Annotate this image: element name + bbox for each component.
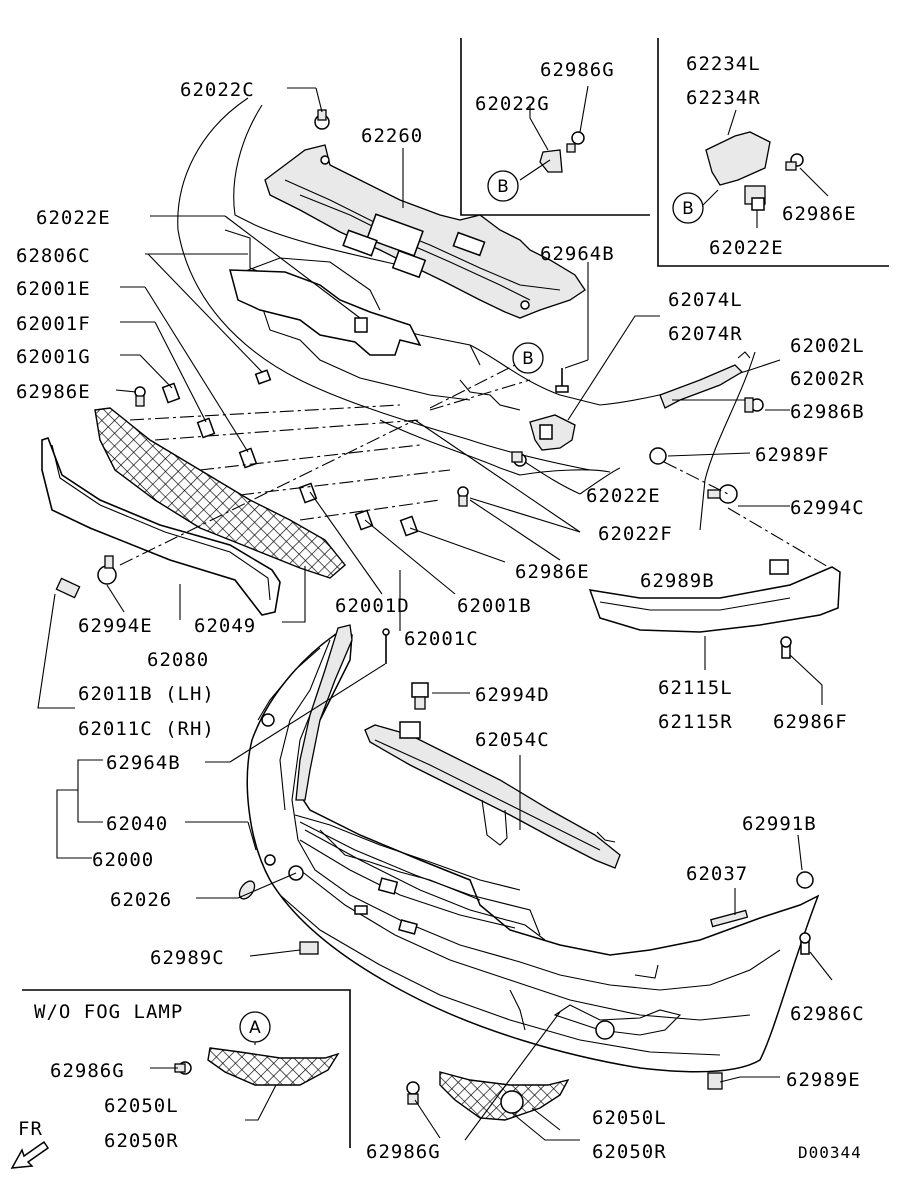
label-62002R: 62002R [790,368,865,390]
label-62074L: 62074L [668,289,743,311]
label-62986G-inset: 62986G [50,1060,125,1082]
label-62991B: 62991B [742,813,817,835]
diagram-code: D00344 [798,1143,862,1162]
label-62994D: 62994D [475,684,550,706]
label-62986E-mid: 62986E [515,561,590,583]
label-62080: 62080 [147,649,209,671]
label-62074R: 62074R [668,323,743,345]
side-molding-62002 [659,351,751,409]
inset-title: W/O FOG LAMP [34,1001,183,1023]
label-62989E: 62989E [786,1069,861,1091]
label-62234L: 62234L [686,53,761,75]
label-62022E-top: 62022E [36,207,111,229]
part-labels: 62022C 62260 62022E 62806C 62001E 62001F… [16,53,865,1163]
label-62986B: 62986B [790,401,865,423]
label-62989F: 62989F [755,444,830,466]
leader-lines [37,85,833,1141]
label-62986E-left: 62986E [16,381,91,403]
label-62026: 62026 [110,889,172,911]
callout-B-inset2: B [682,199,694,219]
label-62022E-mid: 62022E [586,485,661,507]
label-62986C: 62986C [790,1003,865,1025]
label-62964B-top: 62964B [540,243,615,265]
label-62011C: 62011C (RH) [78,718,215,740]
label-62050L-right: 62050L [592,1107,667,1129]
label-62050L-inset: 62050L [104,1095,179,1117]
label-62964B-mid: 62964B [106,752,181,774]
label-62037: 62037 [686,863,748,885]
label-62040: 62040 [106,813,168,835]
label-62001F: 62001F [16,313,91,335]
label-62001G: 62001G [16,346,91,368]
lower-panel-62115 [588,559,841,633]
front-arrow-icon [10,1140,50,1169]
label-62115R: 62115R [658,711,733,733]
label-62002L: 62002L [790,335,865,357]
label-62986E-inset: 62986E [782,203,857,225]
label-62234R: 62234R [686,87,761,109]
front-bumper-62040 [246,627,820,1073]
left-side-bracket [295,624,353,801]
callout-B-inset1: B [497,177,509,197]
callout-circles: B B B A [239,170,704,1043]
label-62050R-inset: 62050R [104,1130,179,1152]
label-62986G-topinset: 62986G [540,59,615,81]
label-62989C: 62989C [150,947,225,969]
callout-A-inset: A [249,1018,261,1038]
fasteners [174,109,814,1105]
center-bracket-62054C [364,721,621,869]
upper-bracket-62260 [264,144,586,319]
label-62001B: 62001B [457,595,532,617]
label-62022F: 62022F [598,523,673,545]
label-62022C: 62022C [180,79,255,101]
label-62994C: 62994C [790,497,865,519]
front-marker-label: FR [18,1118,43,1140]
label-62806C: 62806C [16,245,91,267]
label-62994E: 62994E [78,615,153,637]
grille-guide-lines [119,379,531,566]
label-62115L: 62115L [658,677,733,699]
label-62001E: 62001E [16,278,91,300]
grille-mesh-62049 [94,407,346,579]
label-62986G-bottom: 62986G [366,1141,441,1163]
bracket-62074 [529,414,576,451]
fog-covers-62050 [207,1047,570,1121]
label-62022E-inset: 62022E [709,237,784,259]
callout-B-main: B [522,349,534,369]
label-62054C: 62054C [475,729,550,751]
grille-slot [229,269,422,356]
label-62001C: 62001C [404,628,479,650]
label-62049: 62049 [194,615,256,637]
grille-frame-62080 [41,436,281,616]
inset-boxes [22,38,889,1148]
label-62001D: 62001D [335,595,410,617]
label-62011B: 62011B (LH) [78,683,215,705]
label-62050R-right: 62050R [592,1141,667,1163]
label-62022G: 62022G [475,93,550,115]
label-62260: 62260 [361,125,423,147]
label-62000: 62000 [92,849,154,871]
grille-clips [55,317,469,599]
label-62989B: 62989B [640,570,715,592]
label-62986F: 62986F [773,711,848,733]
